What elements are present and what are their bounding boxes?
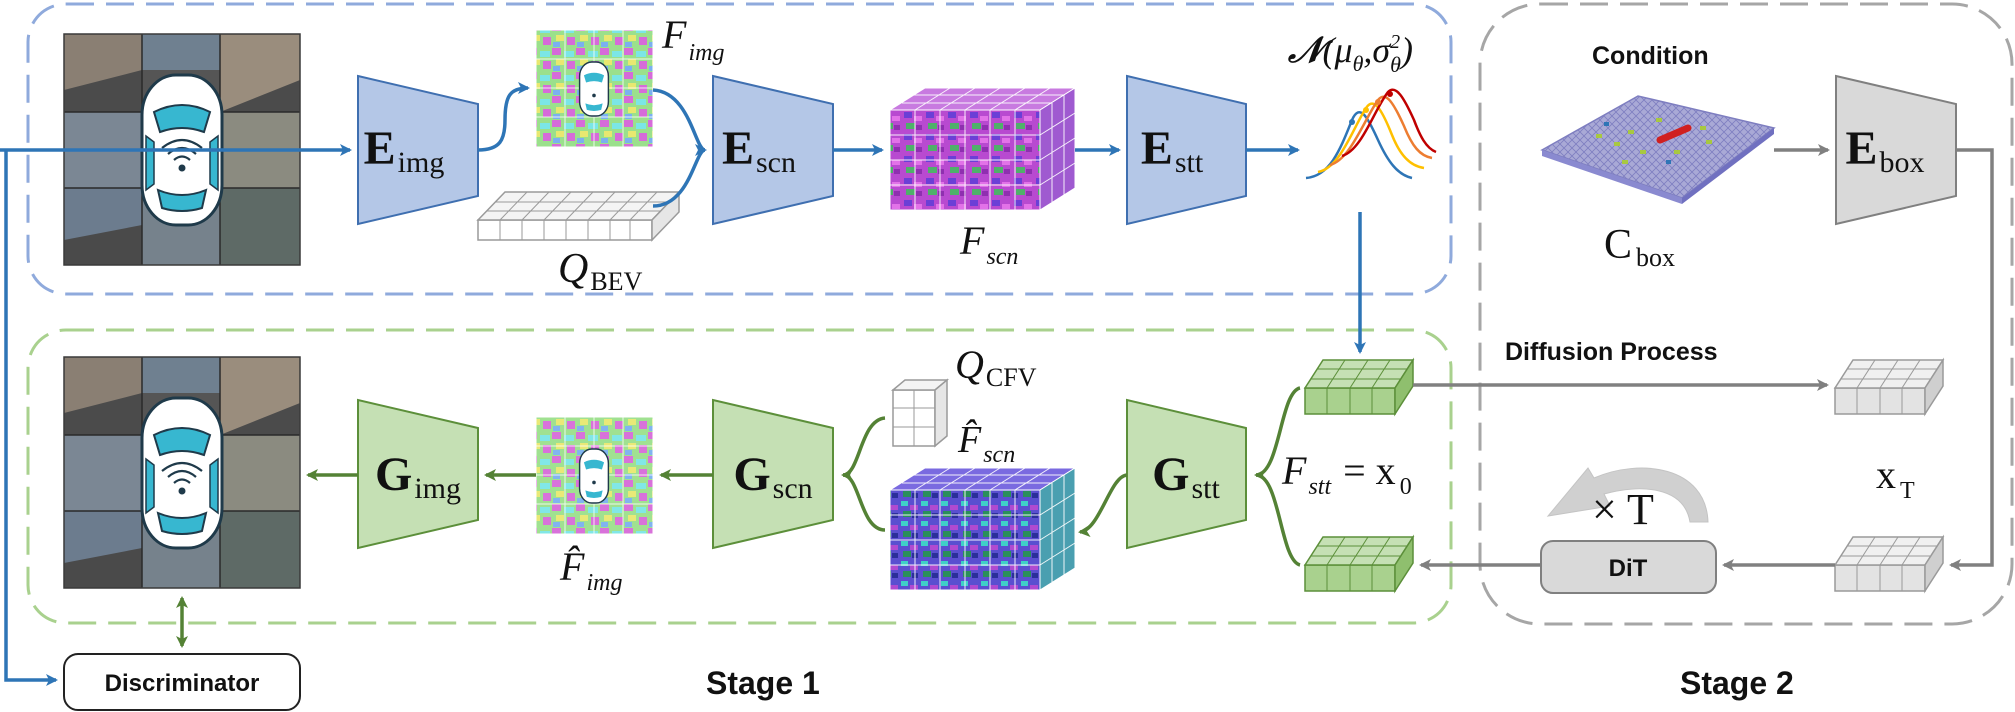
encoder-img-main: E [364, 122, 396, 175]
encoder-stt-main: E [1141, 122, 1173, 175]
generator-flow-arrows [176, 386, 1301, 648]
dit-label: DiT [1609, 555, 1648, 582]
diffusion-process-label: Diffusion Process [1505, 338, 1718, 366]
f-img-label: Fimg [661, 12, 724, 66]
diffusion-flow-arrows [1413, 144, 1994, 571]
f-scn-hat-label: F̂scn [957, 419, 1015, 468]
svg-text:Gimg: Gimg [375, 448, 461, 505]
discriminator-block: Discriminator [63, 653, 301, 711]
condition-title: Condition [1592, 42, 1709, 70]
condition-bev-map [1540, 95, 1776, 204]
generator-img-block: Gimg [357, 398, 479, 550]
dit-block: DiT [1540, 540, 1717, 594]
generator-stt-main: G [1152, 448, 1189, 501]
encoder-stt-block: Estt [1126, 74, 1247, 226]
svg-text:Gstt: Gstt [1152, 448, 1220, 505]
bev-query-grid [476, 190, 681, 242]
generator-scn-sub: scn [773, 472, 813, 505]
noise-latent-grid-top [1833, 357, 1945, 417]
encoder-box-sub: box [1880, 146, 1925, 179]
encoder-box-main: E [1845, 122, 1877, 175]
state-latent-grid-bottom [1303, 534, 1415, 594]
stage1-label: Stage 1 [706, 665, 820, 701]
car-icon [578, 61, 610, 117]
reconstructed-scene-cube [888, 467, 1077, 591]
encoder-scn-main: E [722, 122, 754, 175]
generator-stt-block: Gstt [1126, 398, 1247, 550]
gaussian-distribution-plot [1305, 88, 1437, 180]
encoder-flow-arrows [0, 82, 1366, 686]
state-latent-grid-top [1303, 357, 1415, 417]
loop-arrow-icon [1546, 467, 1709, 523]
svg-text:Eimg: Eimg [364, 122, 445, 179]
f-scn-label: Fscn [959, 218, 1018, 270]
generator-stt-sub: stt [1191, 472, 1220, 505]
svg-text:Gscn: Gscn [733, 448, 812, 505]
car-icon [578, 448, 610, 504]
discriminator-label: Discriminator [105, 670, 260, 697]
stage2-frame [1478, 2, 2014, 626]
svg-text:Escn: Escn [722, 122, 796, 179]
noise-latent-grid-bottom [1833, 534, 1945, 594]
encoder-scn-block: Escn [712, 74, 834, 226]
encoder-scn-sub: scn [756, 146, 796, 179]
generator-img-sub: img [414, 472, 461, 505]
svg-text:Ebox: Ebox [1845, 122, 1924, 179]
times-t-label: × T [1592, 485, 1654, 534]
f-img-hat-label: F̂img [559, 544, 622, 596]
q-cfv-label: QCFV [955, 342, 1037, 392]
generator-scn-main: G [733, 448, 770, 501]
generator-img-main: G [375, 448, 412, 501]
encoder-img-block: Eimg [357, 74, 479, 226]
encoder-img-sub: img [398, 146, 445, 179]
stage2-label: Stage 2 [1680, 665, 1794, 701]
scene-feature-cube [888, 87, 1077, 211]
encoder-stt-sub: stt [1175, 146, 1204, 179]
svg-text:Estt: Estt [1141, 122, 1204, 179]
encoder-box-block: Ebox [1835, 74, 1957, 226]
car-icon [140, 396, 224, 550]
cfv-query-cube [890, 378, 950, 448]
generator-scn-block: Gscn [712, 398, 834, 550]
q-bev-label: QBEV [558, 246, 643, 296]
